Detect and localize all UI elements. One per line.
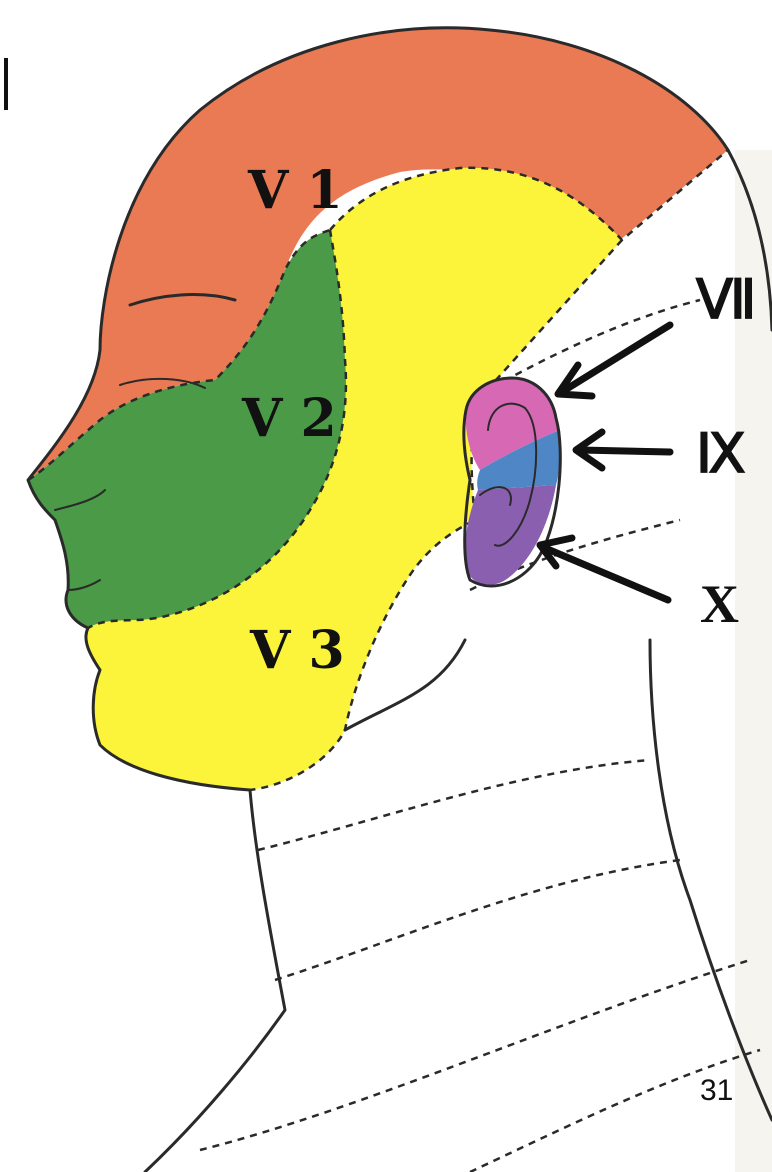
nerve-vii-label: Ⅶ [695,270,756,330]
v3-label: V 3 [249,620,345,681]
nerve-x-label: X [700,574,739,634]
v2-label: V 2 [241,388,337,449]
page-number: 31 [700,1074,733,1107]
v1-label: V 1 [247,160,343,221]
nerve-ix-label: Ⅸ [696,424,746,484]
